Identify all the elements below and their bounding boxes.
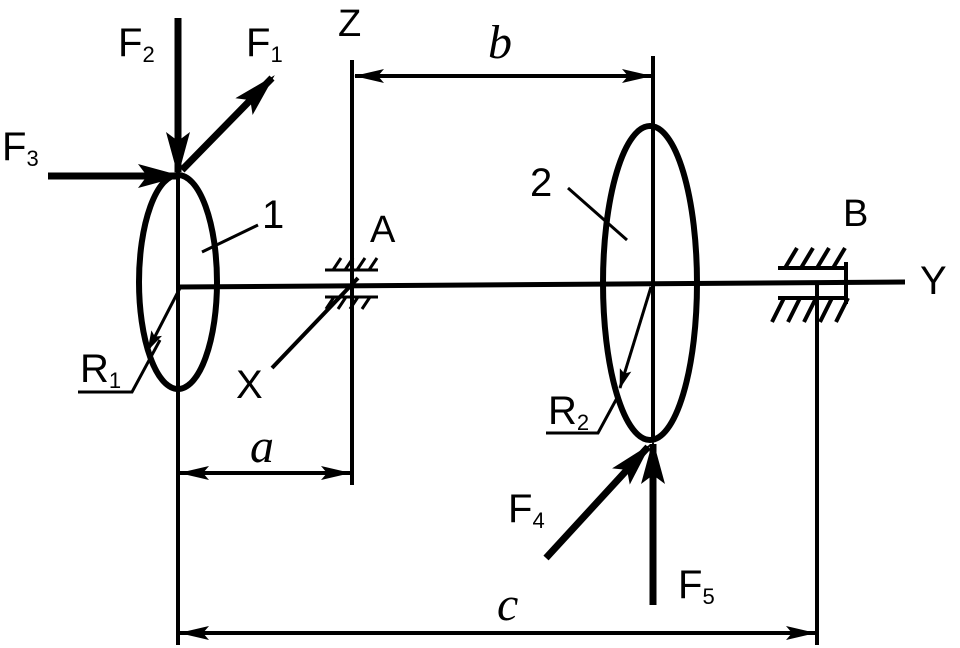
r1-leader bbox=[78, 339, 162, 394]
force-f1-arrow bbox=[179, 75, 275, 173]
dim-b-label: b bbox=[488, 16, 512, 69]
radius-r2-arrow bbox=[618, 286, 653, 389]
radius-r2-label: R2 bbox=[548, 389, 589, 435]
axis-x-label: X bbox=[236, 363, 263, 407]
force-f5-label: F5 bbox=[678, 563, 715, 609]
support-b-label: B bbox=[843, 193, 868, 235]
force-f4-arrow bbox=[543, 444, 651, 561]
disk-2-label: 2 bbox=[530, 161, 552, 205]
force-f2-label: F2 bbox=[118, 21, 155, 67]
force-f1-label: F1 bbox=[246, 21, 283, 67]
dim-a-label: a bbox=[250, 420, 274, 473]
disk2-leader bbox=[567, 186, 628, 242]
support-a bbox=[324, 257, 379, 310]
axis-z-label: Z bbox=[338, 3, 361, 45]
disk-1-label: 1 bbox=[262, 193, 284, 237]
shaft-line bbox=[177, 279, 906, 290]
radius-r1-label: R1 bbox=[80, 347, 121, 393]
support-a-label: A bbox=[370, 209, 396, 251]
r2-leader bbox=[546, 397, 619, 435]
force-f3-label: F3 bbox=[2, 125, 39, 171]
radius-r1-arrow bbox=[146, 287, 182, 351]
force-f4-label: F4 bbox=[508, 487, 545, 533]
disk1-leader bbox=[201, 223, 259, 254]
axis-y-label: Y bbox=[920, 259, 947, 303]
x-axis-line bbox=[270, 276, 360, 370]
support-b bbox=[770, 246, 850, 323]
dim-c-label: c bbox=[497, 578, 518, 631]
